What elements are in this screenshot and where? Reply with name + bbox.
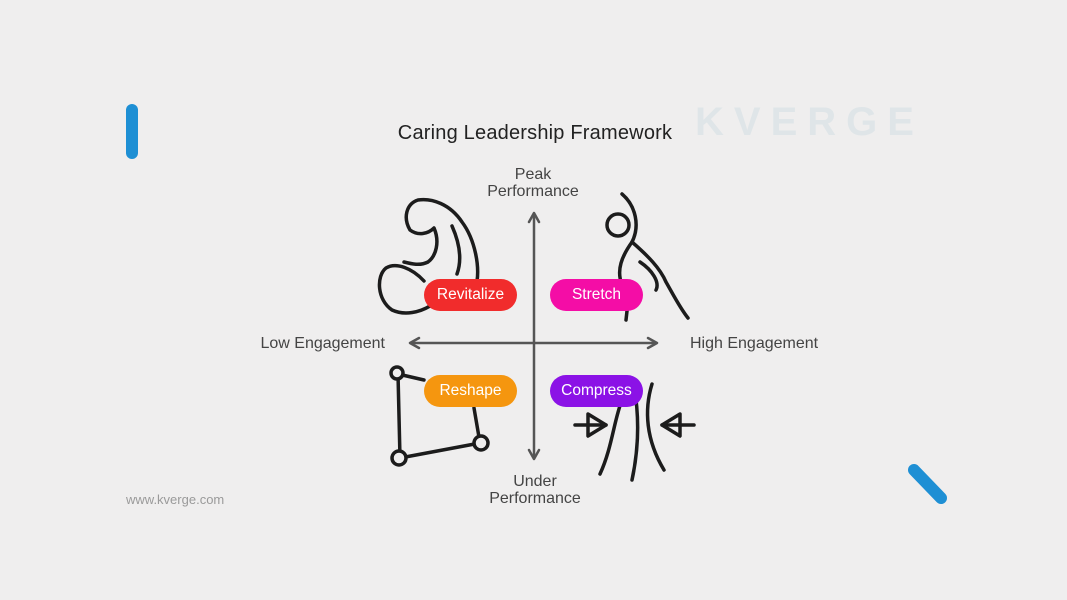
axis-label-under-line1: Under — [513, 473, 557, 490]
axis-label-under-line2: Performance — [489, 490, 581, 507]
page-title: Caring Leadership Framework — [397, 122, 673, 144]
quadrant-label-reshape: Reshape — [424, 375, 517, 407]
arrow-right-icon — [646, 336, 659, 350]
accent-bar-bottom-right — [908, 464, 947, 504]
arrow-up-icon — [527, 211, 541, 224]
axis-label-low-engagement: Low Engagement — [260, 335, 385, 352]
axis-label-peak-line2: Performance — [487, 183, 579, 200]
axes — [408, 211, 659, 461]
axis-label-under-performance: Under Performance — [460, 473, 610, 507]
footer-url: www.kverge.com — [126, 492, 225, 507]
quadrant-label-compress: Compress — [550, 375, 643, 407]
polygon-nodes-icon — [389, 365, 490, 467]
quadrant-label-revitalize: Revitalize — [424, 279, 517, 311]
quadrant-label-stretch: Stretch — [550, 279, 643, 311]
kverge-watermark-logo: KVERGE — [695, 100, 924, 144]
axis-label-peak-line1: Peak — [514, 166, 552, 183]
axis-label-peak-performance: Peak Performance — [458, 166, 608, 200]
arrow-down-icon — [527, 448, 541, 461]
axis-label-high-engagement: High Engagement — [690, 335, 819, 352]
arrow-left-icon — [408, 336, 421, 350]
